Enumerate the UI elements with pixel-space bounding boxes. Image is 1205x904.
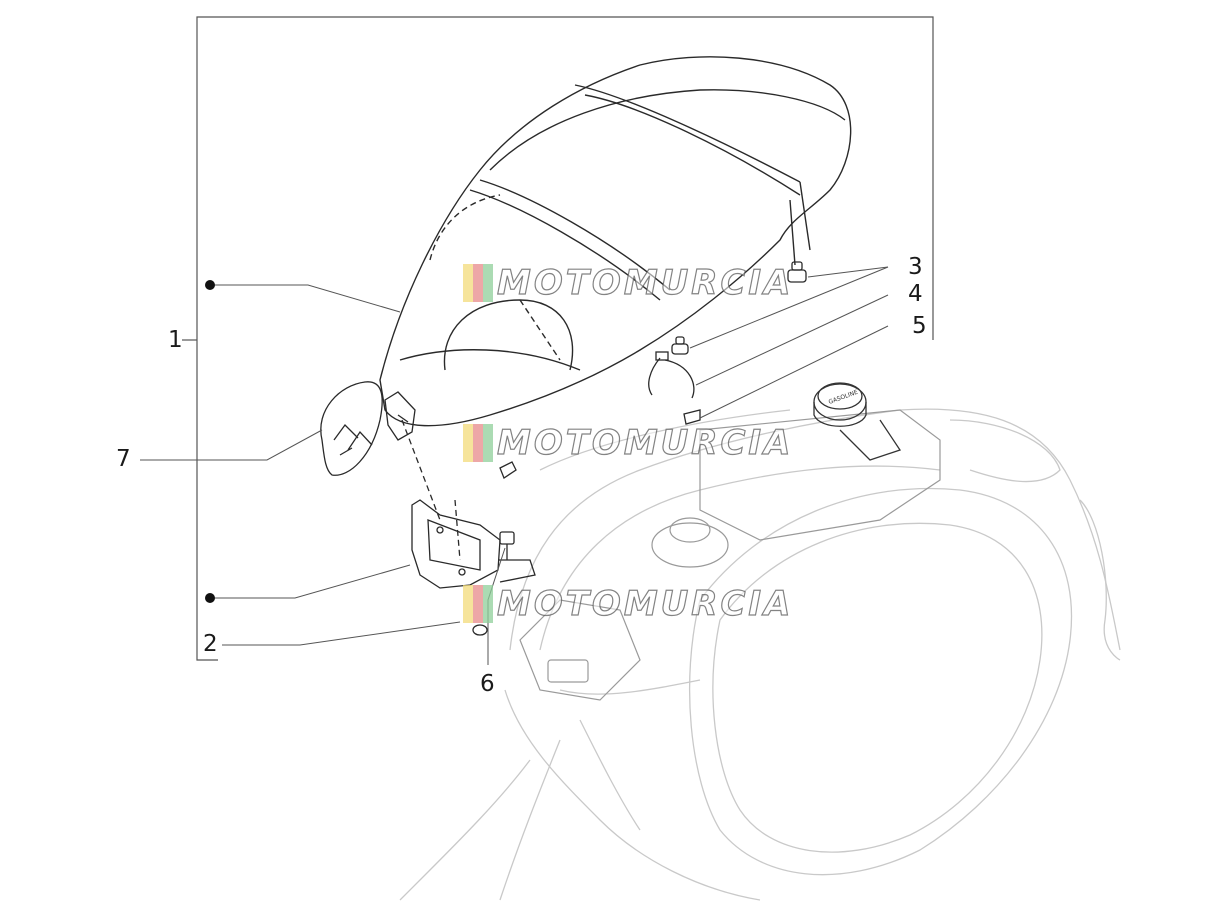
watermark-bottom: MOTOMURCIA	[463, 583, 794, 625]
watermark-text: MOTOMURCIA	[496, 262, 794, 303]
bolt-part	[499, 531, 515, 560]
watermark-middle: MOTOMURCIA	[463, 422, 794, 464]
bumper-knob-mid	[671, 336, 689, 355]
group-bracket	[182, 16, 934, 661]
fuel-cap-label: GASOLINE	[828, 389, 859, 406]
seat-latch	[384, 391, 416, 441]
flag-icon	[463, 585, 493, 623]
bullet-seat	[205, 280, 215, 290]
fuel-cap	[813, 382, 902, 461]
callout-4: 4	[908, 281, 923, 307]
seat-hook	[683, 409, 701, 425]
watermark-top: MOTOMURCIA	[463, 262, 794, 304]
callout-7: 7	[116, 446, 131, 472]
nut-part	[472, 624, 488, 636]
bullet-hinge	[205, 593, 215, 603]
leader-lines	[140, 266, 889, 665]
seat-part	[379, 56, 852, 427]
seat-strap	[648, 351, 695, 399]
watermark-text: MOTOMURCIA	[496, 583, 794, 624]
callout-3: 3	[908, 254, 923, 280]
flag-icon	[463, 264, 493, 302]
flag-icon	[463, 424, 493, 462]
seat-badge	[320, 381, 383, 476]
latch-pin	[499, 461, 517, 479]
callout-6: 6	[480, 671, 495, 697]
callout-5: 5	[912, 313, 927, 339]
callout-2: 2	[203, 631, 218, 657]
scooter-body	[399, 408, 1121, 901]
bumper-knob-top	[787, 261, 807, 283]
storage-compartment	[519, 409, 941, 701]
watermark-text: MOTOMURCIA	[496, 422, 794, 463]
callout-1: 1	[168, 327, 183, 353]
